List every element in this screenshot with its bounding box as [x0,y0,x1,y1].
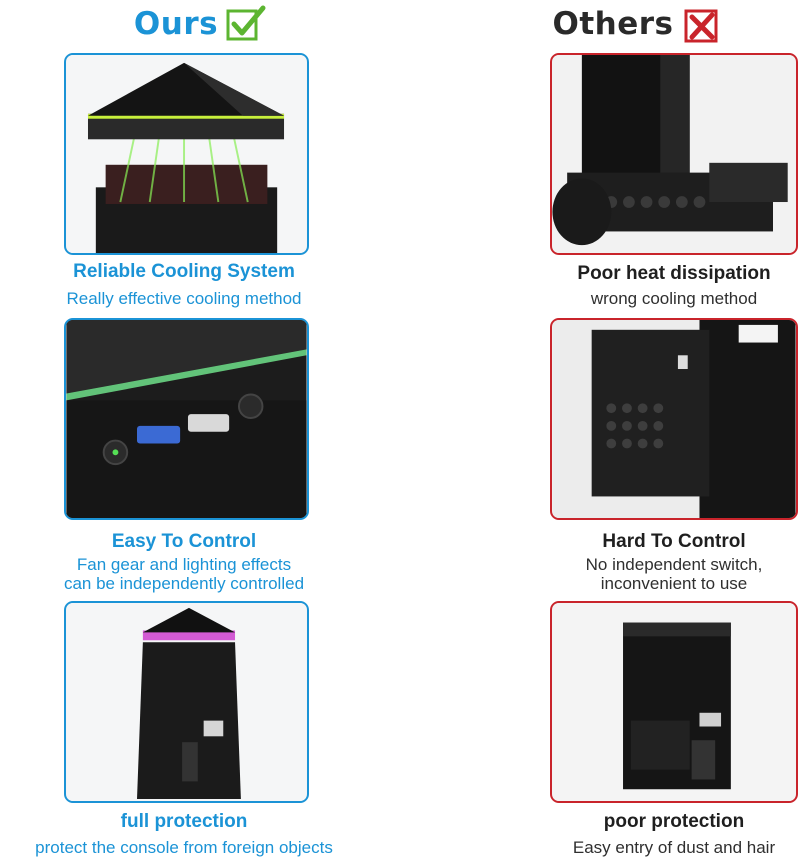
ours-subtitle-2-line-1: Fan gear and lighting effects [76,555,292,574]
control-panel-image [64,318,309,520]
cooling-fan-image [64,53,309,255]
protection-cover-image [64,601,309,803]
others-title-2: Hard To Control [602,531,746,552]
others-subtitle-3: Easy entry of dust and hair [474,838,800,857]
others-subtitle-2-line-1: No independent switch, [585,555,763,574]
others-stand-image [550,53,798,255]
ours-subtitle-2-line-2: can be independently controlled [63,574,305,593]
ours-column: Ours Reliable Cooling System Really effe… [0,2,400,857]
others-subtitle-3-line-1: Easy entry of dust and hair [572,838,776,857]
ours-subtitle-1: Really effective cooling method [0,289,384,308]
others-subtitle-2: No independent switch, inconvenient to u… [474,555,800,593]
ours-subtitle-1-line-1: Really effective cooling method [66,289,302,308]
others-switch-image [550,318,798,520]
others-title-3: poor protection [603,811,745,832]
ours-heading: Ours [0,2,400,46]
others-heading: Others [474,2,800,46]
others-subtitle-2-line-2: inconvenient to use [600,574,748,593]
checkbox-cross-icon [684,9,717,43]
others-subtitle-1: wrong cooling method [474,289,800,308]
others-heading-text: Others [552,6,674,42]
ours-subtitle-2: Fan gear and lighting effects can be ind… [0,555,384,593]
ours-heading-text: Ours [133,6,219,42]
ours-title-1: Reliable Cooling System [73,261,295,282]
others-column: Others Poor heat dissipation wrong cooli… [400,0,800,861]
ours-title-2: Easy To Control [111,531,257,552]
others-title-1: Poor heat dissipation [577,263,771,284]
ours-subtitle-3: protect the console from foreign objects [0,838,384,857]
others-subtitle-1-line-1: wrong cooling method [590,289,758,308]
ours-title-3: full protection [120,811,248,832]
ours-subtitle-3-line-1: protect the console from foreign objects [35,838,333,857]
others-console-image [550,601,798,803]
checkbox-check-icon [226,5,266,41]
